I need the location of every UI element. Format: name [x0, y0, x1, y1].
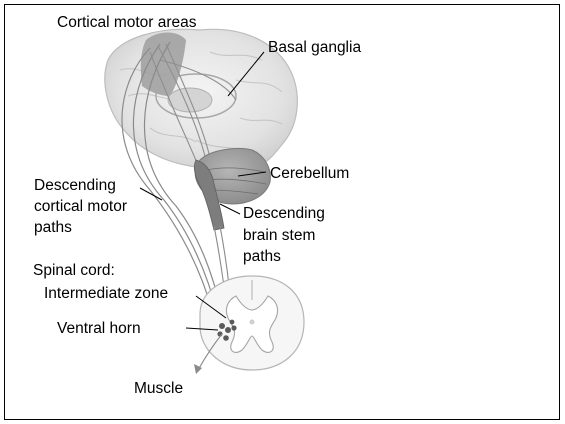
- label-descending-cortical-line1: Descending: [34, 177, 116, 194]
- label-descending-cortical-line3: paths: [34, 219, 72, 236]
- label-spinal-cord: Spinal cord:: [33, 262, 115, 279]
- label-cerebellum: Cerebellum: [270, 165, 349, 182]
- label-muscle: Muscle: [134, 380, 183, 397]
- label-cortical-motor-areas: Cortical motor areas: [57, 14, 197, 31]
- label-descending-brainstem-line3: paths: [243, 248, 281, 265]
- spinal-cord-section: [200, 276, 304, 370]
- label-intermediate-zone: Intermediate zone: [44, 285, 168, 302]
- label-descending-cortical-line2: cortical motor: [34, 198, 127, 215]
- label-ventral-horn: Ventral horn: [57, 320, 141, 337]
- leader-descending-brainstem: [220, 204, 240, 214]
- label-descending-brainstem-line1: Descending: [243, 205, 325, 222]
- label-descending-brainstem-line2: brain stem: [243, 227, 315, 244]
- label-basal-ganglia: Basal ganglia: [268, 39, 361, 56]
